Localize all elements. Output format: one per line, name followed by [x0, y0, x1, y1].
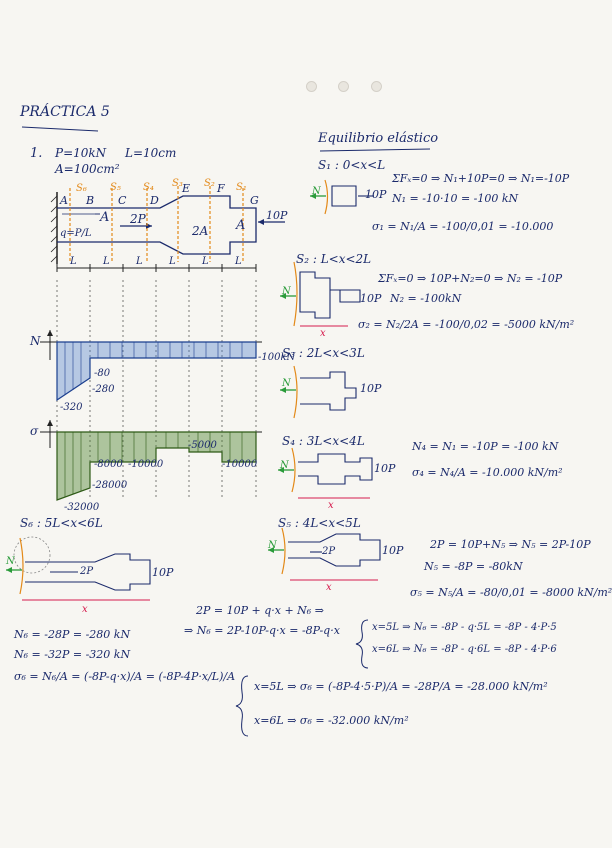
fbd-x: x [82, 604, 88, 615]
length-label: L [235, 256, 242, 267]
given-P: P=10kN [55, 146, 107, 160]
punch-hole [338, 81, 349, 92]
fbd-x: x [328, 500, 334, 511]
sigma-value: -10000 [128, 459, 164, 470]
page-title: PRÁCTICA 5 [20, 104, 110, 120]
fbd-load: 10P [374, 462, 396, 475]
load-label: 10P [266, 209, 288, 222]
fbd-load: 10P [152, 566, 174, 579]
punch-hole [371, 81, 382, 92]
fbd-n: N [268, 540, 277, 551]
given-L: L=10cm [125, 146, 177, 160]
fbd-load2: 2P [322, 546, 336, 557]
equation: N₆ = -28P = -280 kN [14, 628, 131, 641]
problem-number: 1. [30, 146, 43, 161]
section-title: S₆ : 5L<x<6L [20, 516, 103, 530]
fbd-load: 10P [360, 382, 382, 395]
equation: σ₂ = N₂/2A = -100/0,02 = -5000 kN/m² [358, 318, 575, 331]
fbd-n: N [280, 460, 289, 471]
length-label: L [136, 256, 143, 267]
equation: x=5L ⇒ σ₆ = (-8P-4·5·P)/A = -28P/A = -28… [254, 680, 548, 693]
equation: x=6L ⇒ σ₆ = -32.000 kN/m² [254, 714, 409, 727]
sigma-diagram-fill [56, 431, 257, 501]
fbd-x: x [326, 582, 332, 593]
equation: N₅ = -8P = -80kN [424, 560, 523, 573]
equilibrium-heading: Equilibrio elástico [318, 131, 439, 146]
equation: N₄ = N₁ = -10P = -100 kN [412, 440, 559, 453]
equation: σ₆ = N₆/A = (-8P-q·x)/A = (-8P-4P·x/L)/A [14, 670, 236, 683]
equation: 2P = 10P+N₅ ⇒ N₅ = 2P-10P [430, 538, 591, 551]
fbd-load: 10P [365, 188, 387, 201]
equation: σ₄ = N₄/A = -10.000 kN/m² [412, 466, 563, 479]
sketches [6, 126, 431, 737]
sigma-value: -32000 [64, 502, 100, 513]
section-title: S₁ : 0<x<L [318, 158, 386, 172]
fbd-load: 10P [382, 544, 404, 557]
section-label: S₁ [236, 182, 247, 193]
equation: x=6L ⇒ N₆ = -8P - q·6L = -8P - 4·P·6 [372, 644, 557, 655]
section-label: S₅ [110, 182, 121, 193]
n-value: -320 [60, 402, 83, 413]
equation: ΣFₓ=0 ⇒ N₁+10P=0 ⇒ N₁=-10P [392, 172, 570, 185]
fbd-n: N [282, 286, 291, 297]
length-label: L [169, 256, 176, 267]
sigma-value: -5000 [188, 440, 217, 451]
n-diagram-fill [56, 341, 257, 402]
equation: σ₅ = N₅/A = -80/0,01 = -8000 kN/m² [410, 586, 612, 599]
equation: ΣFₓ=0 ⇒ 10P+N₂=0 ⇒ N₂ = -10P [378, 272, 563, 285]
sigma-value: -8000 [94, 459, 123, 470]
equation: ⇒ N₆ = 2P-10P-q·x = -8P-q·x [184, 624, 340, 637]
given-A: A=100cm² [55, 162, 120, 176]
sigma-axis-label: σ [30, 424, 39, 438]
point-label: C [118, 194, 127, 207]
area-label: A [236, 218, 246, 233]
point-label: B [86, 194, 95, 207]
section-title: S₅ : 4L<x<5L [278, 516, 361, 530]
length-label: L [202, 256, 209, 267]
punch-hole [306, 81, 317, 92]
load-label: q=P/L [60, 228, 92, 239]
fbd-load2: 2P [80, 566, 94, 577]
n-value: -100kN [258, 352, 296, 363]
bar-outline [57, 195, 257, 255]
section-label: S₆ [76, 183, 87, 194]
point-label: E [182, 182, 191, 195]
point-label: F [217, 182, 225, 195]
equation: N₆ = -32P = -320 kN [14, 648, 131, 661]
n-axis-label: N [30, 334, 41, 348]
sigma-value: -10000 [222, 459, 258, 470]
section-title: S₄ : 3L<x<4L [282, 434, 365, 448]
point-label: G [250, 194, 259, 207]
section-label: S₃ [172, 178, 183, 189]
point-label: D [150, 194, 159, 207]
equation: N₂ = -100kN [390, 292, 462, 305]
area-label: A [100, 210, 110, 225]
fbd-n: N [312, 186, 321, 197]
sigma-value: -28000 [92, 480, 128, 491]
fbd-n: N [6, 556, 15, 567]
section-label: S₂ [204, 178, 215, 189]
point-label: A [60, 194, 68, 207]
fbd-n: N [282, 378, 291, 389]
equation: x=5L ⇒ N₆ = -8P - q·5L = -8P - 4·P·5 [372, 622, 557, 633]
equation: N₁ = -10·10 = -100 kN [392, 192, 519, 205]
section-title: S₂ : L<x<2L [296, 252, 372, 266]
section-label: S₄ [143, 182, 154, 193]
fbd-x: x [320, 328, 326, 339]
n-value: -280 [92, 384, 115, 395]
fbd-load: 10P [360, 292, 382, 305]
length-label: L [70, 256, 77, 267]
length-label: L [103, 256, 110, 267]
load-label: 2P [130, 212, 146, 226]
section-title: S₃ : 2L<x<3L [282, 346, 365, 360]
equation: σ₁ = N₁/A = -100/0,01 = -10.000 [372, 220, 554, 233]
n-value: -80 [94, 368, 111, 379]
area-label: 2A [192, 224, 209, 238]
equation: 2P = 10P + q·x + N₆ ⇒ [196, 604, 324, 617]
